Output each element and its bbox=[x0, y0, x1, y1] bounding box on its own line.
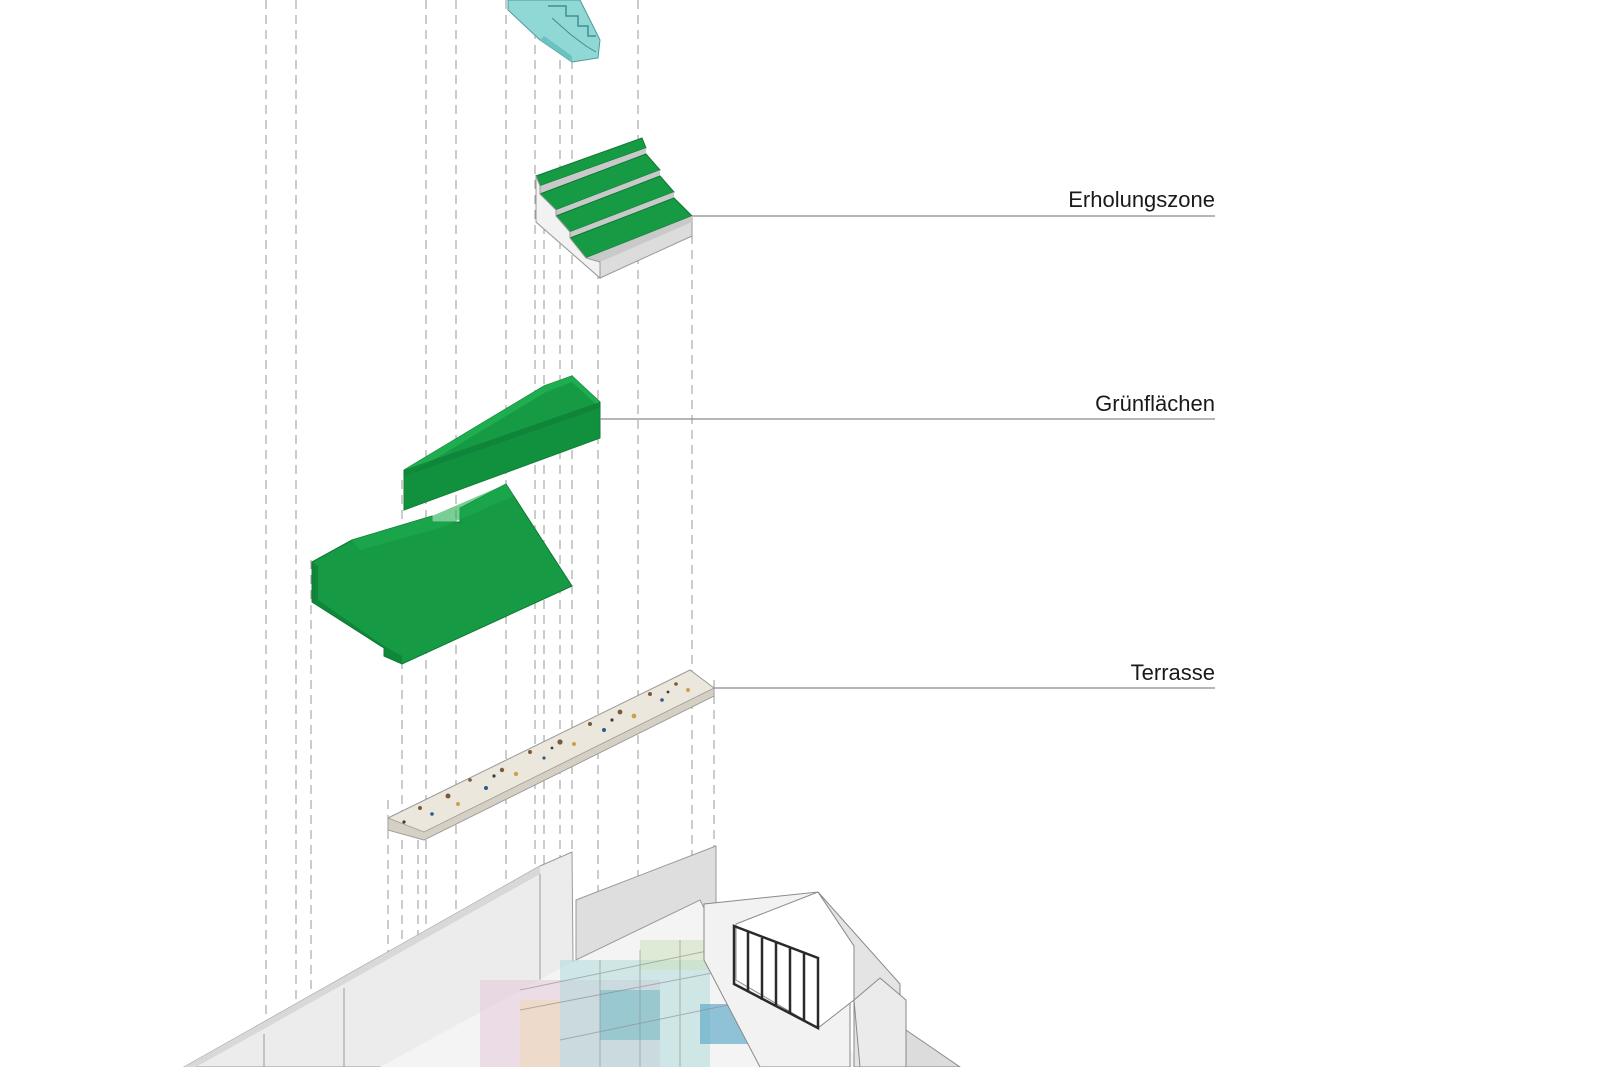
label-recreation-zone: Erholungszone bbox=[1068, 187, 1215, 212]
building-base-block bbox=[182, 845, 961, 1067]
green-seating-steps bbox=[535, 137, 693, 280]
label-green-areas: Grünflächen bbox=[1095, 391, 1215, 416]
window-frames bbox=[732, 924, 820, 1031]
green-wedge-upper bbox=[403, 375, 601, 511]
terrazzo-slab bbox=[387, 669, 715, 841]
label-terrace: Terrasse bbox=[1131, 660, 1215, 685]
green-wedge-lower bbox=[311, 483, 573, 665]
glass-stair-element bbox=[507, 0, 601, 63]
